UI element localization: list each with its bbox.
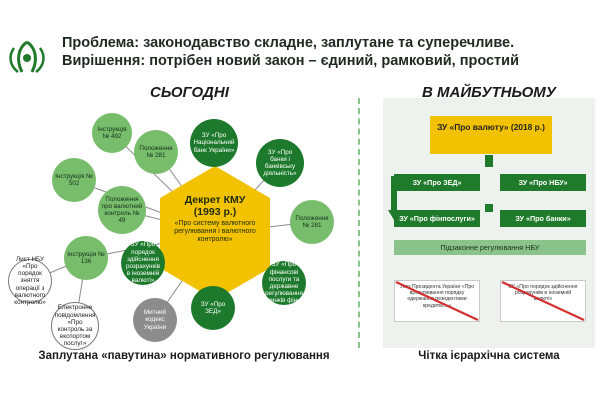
node-electronic-notice: Електронне повідомлення «Про контроль за… (51, 302, 99, 350)
law-banks-box: ЗУ «Про банки» (500, 210, 586, 227)
node-instruction-136: Інструкція № 136 (64, 236, 108, 280)
law-on-currency: ЗУ «Про валюту» (2018 р.) (430, 116, 552, 154)
node-law-nbu: ЗУ «Про Національний банк України» (190, 119, 238, 167)
node-instruction-492: Інструкція № 492 (92, 113, 132, 153)
node-customs-code: Митний кодекс України (133, 298, 177, 342)
node-regulation-281: Положення № 281 (134, 130, 178, 174)
decree-text: Декрет КМУ (1993 р.) «Про системy валютн… (170, 194, 260, 244)
decree-subtitle: «Про системy валютного регулювання і вал… (174, 220, 256, 243)
future-heading: В МАЙБУТНЬОМУ (422, 84, 556, 101)
law-zed-box: ЗУ «Про ЗЕД» (394, 174, 480, 191)
node-law-banks: ЗУ «Про банки і банківську діяльність» (256, 139, 304, 187)
node-law-zed: ЗУ «Про ЗЕД» (191, 286, 235, 330)
regulation-web: Декрет КМУ (1993 р.) «Про системy валютн… (0, 98, 358, 350)
node-regulation-281-right: Положення № 281 (290, 200, 334, 244)
page-title: Проблема: законодавство складне, заплута… (62, 34, 592, 70)
node-nbu-letter: Лист НБУ «Про порядок зняття операції з … (8, 256, 52, 306)
title-line-1: Проблема: законодавство складне, заплута… (62, 35, 515, 51)
section-divider (358, 98, 360, 348)
decree-title: Декрет КМУ (1993 р.) (184, 194, 246, 218)
law-nbu-box: ЗУ «Про НБУ» (500, 174, 586, 191)
node-law-financial-services: ЗУ «Про фінансові послуги та державне ре… (262, 261, 306, 305)
node-law-settlements: ЗУ «Про порядок здійснення розрахунків в… (121, 241, 165, 285)
title-line-2: Вирішення: потрібен новий закон – єдиний… (62, 53, 519, 69)
node-instruction-502: Інструкція № 502 (52, 158, 96, 202)
left-caption: Заплутана «павутина» нормативного регулю… (38, 350, 330, 362)
right-caption: Чітка ієрархічна система (418, 350, 560, 362)
decree-hexagon (160, 166, 270, 300)
nbu-regulation-bar: Підзаконне регулювання НБУ (394, 240, 586, 255)
strike-marks (395, 281, 585, 321)
today-heading: СЬОГОДНІ (150, 84, 229, 101)
bank-logo-icon (9, 40, 45, 73)
law-finservices-box: ЗУ «Про фінпослуги» (394, 210, 480, 227)
node-currency-control-49: Положення про валютний контроль № 49 (98, 186, 146, 234)
